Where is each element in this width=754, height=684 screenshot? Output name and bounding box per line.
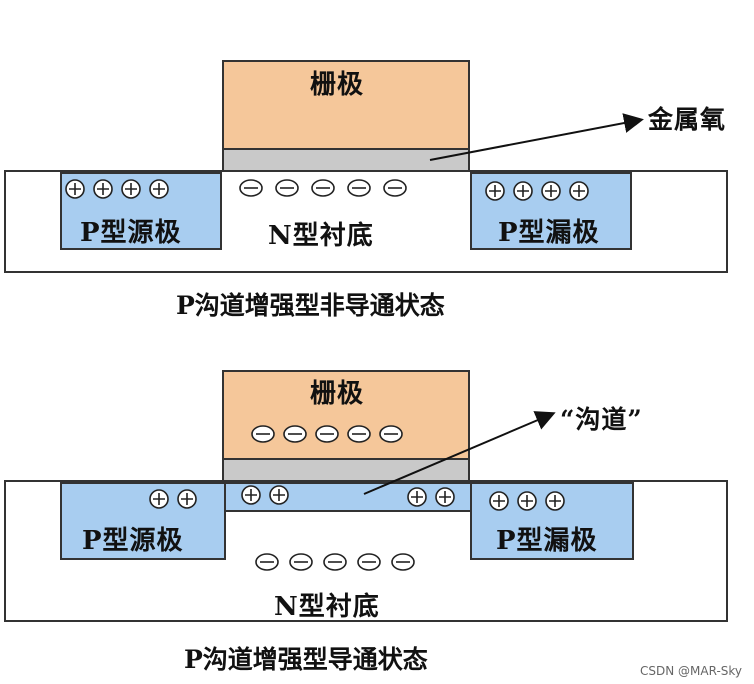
substrate-label-bottom: N型衬底 (274, 592, 380, 622)
electron-charge (255, 553, 279, 571)
electron-charge (283, 425, 307, 443)
drain-holes-top (484, 180, 590, 202)
gate-label-bottom: 栅极 (310, 379, 365, 409)
hole-charge (121, 179, 141, 199)
gate-bottom (222, 370, 470, 460)
oxide-bottom (222, 458, 470, 482)
substrate-electrons-bottom (254, 552, 416, 572)
electron-charge (391, 553, 415, 571)
hole-charge (489, 491, 509, 511)
channel-callout-arrow (363, 411, 556, 495)
source-label-bottom: P型源极 (82, 526, 184, 556)
hole-charge (241, 485, 261, 505)
inversion-channel (224, 482, 472, 512)
source-holes-top (64, 178, 170, 200)
oxide-callout-arrow (429, 113, 644, 161)
drain-label-top: P型漏极 (498, 218, 600, 248)
electron-charge (357, 553, 381, 571)
source-region-top (60, 172, 222, 250)
hole-charge (93, 179, 113, 199)
caption-top: P沟道增强型非导通状态 (176, 291, 445, 320)
gate-label-top: 栅极 (310, 70, 365, 100)
electron-charge (379, 425, 403, 443)
hole-charge (177, 489, 197, 509)
electron-charge (347, 425, 371, 443)
electron-charge (323, 553, 347, 571)
drain-label-bottom: P型漏极 (496, 526, 598, 556)
hole-charge (407, 487, 427, 507)
hole-charge (513, 181, 533, 201)
hole-charge (149, 179, 169, 199)
gate-electrons-bottom (250, 424, 404, 444)
source-label-top: P型源极 (80, 218, 182, 248)
hole-charge (569, 181, 589, 201)
electron-charge (311, 179, 335, 197)
oxide-callout-label: 金属氧 (648, 105, 727, 134)
electron-charge (251, 425, 275, 443)
hole-charge (435, 487, 455, 507)
oxide-top (222, 148, 470, 172)
hole-charge (149, 489, 169, 509)
hole-charge (269, 485, 289, 505)
hole-charge (545, 491, 565, 511)
source-region-bottom (60, 482, 226, 560)
channel-holes-left (240, 484, 290, 506)
channel-callout-label: “沟道” (560, 405, 643, 434)
gate-top (222, 60, 470, 150)
hole-charge (485, 181, 505, 201)
electron-charge (383, 179, 407, 197)
watermark: CSDN @MAR-Sky (640, 664, 743, 678)
hole-charge (517, 491, 537, 511)
caption-bottom: P沟道增强型导通状态 (184, 645, 428, 674)
electron-charge (315, 425, 339, 443)
source-holes-bottom (148, 488, 198, 510)
hole-charge (65, 179, 85, 199)
drain-holes-bottom (488, 490, 566, 512)
substrate-electrons-top (238, 178, 408, 198)
electron-charge (275, 179, 299, 197)
electron-charge (289, 553, 313, 571)
hole-charge (541, 181, 561, 201)
substrate-label-top: N型衬底 (268, 221, 374, 251)
channel-holes-right (406, 486, 456, 508)
electron-charge (239, 179, 263, 197)
electron-charge (347, 179, 371, 197)
